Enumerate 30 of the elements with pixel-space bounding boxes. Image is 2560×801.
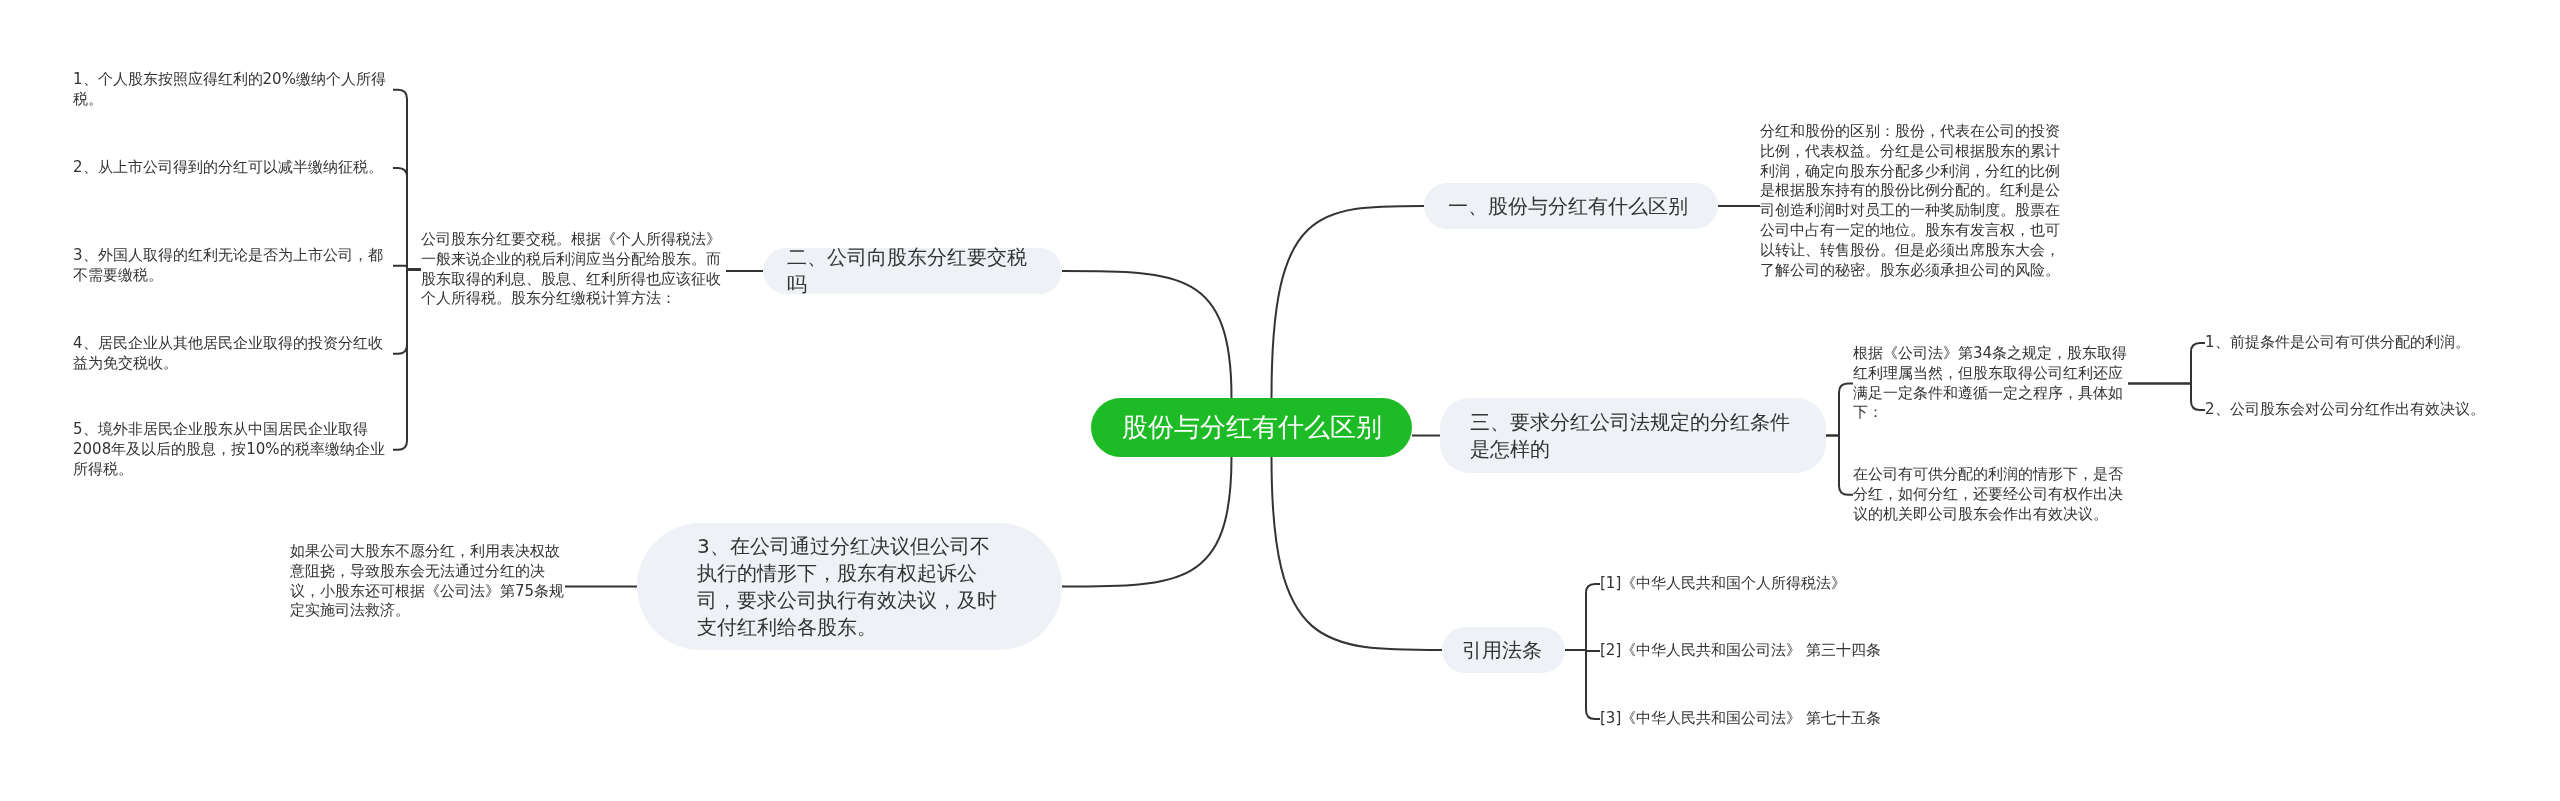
branch-line	[1061, 456, 1233, 588]
note-text: 如果公司大股东不愿分红，利用表决权故意阻挠，导致股东会无法通过分红的决议，小股东还可根据《公司法》第75条规定实施司法救济。	[290, 542, 565, 622]
branch-line	[1270, 205, 1425, 399]
topic-box: 三、要求分红公司法规定的分红条件是怎样的	[1440, 398, 1826, 473]
topic-box: 二、公司向股东分红要交税吗	[763, 248, 1062, 294]
branch-line	[1411, 434, 1441, 437]
citation-text: [2]《中华人民共和国公司法》 第三十四条	[1600, 641, 1881, 661]
note-text: 根据《公司法》第34条之规定，股东取得红利理属当然，但股东取得公司红利还应满足一定条件和遵循一定之程序，具体如下：	[1853, 344, 2128, 424]
connector-line	[725, 270, 764, 272]
connector-line	[564, 585, 638, 588]
note-text: 1、个人股东按照应得红利的20%缴纳个人所得税。	[73, 70, 393, 110]
citation-text: [1]《中华人民共和国个人所得税法》	[1600, 574, 1847, 594]
note-text: 2、公司股东会对公司分红作出有效决议。	[2205, 400, 2485, 420]
topic-box: 引用法条	[1442, 627, 1565, 673]
branch-line	[1270, 456, 1443, 651]
note-text: 3、外国人取得的红利无论是否为上市公司，都不需要缴税。	[73, 246, 393, 286]
topic-box: 一、股份与分红有什么区别	[1424, 183, 1718, 229]
note-text: 在公司有可供分配的利润的情形下，是否分红，如何分红，还要经公司有权作出决议的机关即公司股东会作出有效决议。	[1853, 465, 2128, 525]
note-text: 分红和股份的区别：股份，代表在公司的投资比例，代表权益。分红是公司根据股东的累计利润，确定向股东分配多少利润，分红的比例是根据股东持有的股份比例分配的。红利是公司创造利润时对员工的一种奖励制度。股票在公司中占有一定的地位。股东有发言权，也可以转让、转售股份。但是必须出席股东大会，了解公司的秘密。股东必须承担公司的风险。	[1760, 122, 2065, 281]
bracket-line	[2127, 382, 2206, 411]
connector-line	[1717, 205, 1761, 207]
note-text: 1、前提条件是公司有可供分配的利润。	[2205, 333, 2470, 353]
note-text: 2、从上市公司得到的分红可以减半缴纳征税。	[73, 158, 393, 178]
note-text: 4、居民企业从其他居民企业取得的投资分红收益为免交税收。	[73, 334, 393, 374]
topic-box: 3、在公司通过分红决议但公司不执行的情形下，股东有权起诉公司，要求公司执行有效决议，及时支付红利给各股东。	[637, 523, 1062, 650]
note-text: 公司股东分红要交税。根据《个人所得税法》一般来说企业的税后利润应当分配给股东。而股东取得的利息、股息、红利所得也应该征收个人所得税。股东分红缴税计算方法：	[421, 230, 726, 310]
citation-text: [3]《中华人民共和国公司法》 第七十五条	[1600, 709, 1881, 729]
branch-line	[1061, 270, 1233, 399]
central-topic: 股份与分红有什么区别	[1091, 398, 1412, 457]
note-text: 5、境外非居民企业股东从中国居民企业取得2008年及以后的股息，按10%的税率缴纳企业所得税。	[73, 420, 393, 480]
